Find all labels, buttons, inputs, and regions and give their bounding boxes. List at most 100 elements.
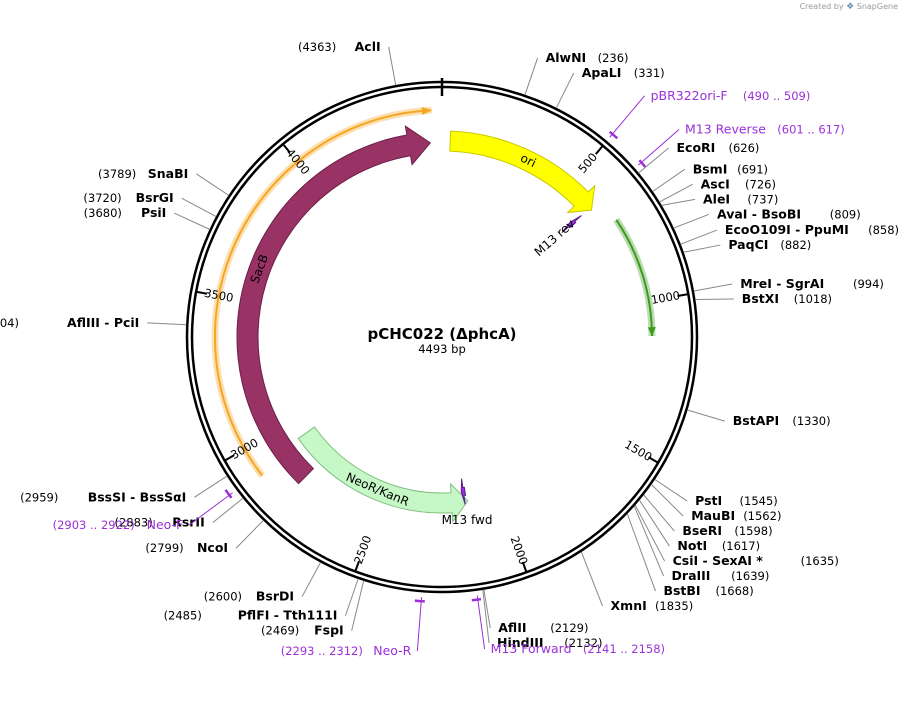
site-name: FspI [314, 623, 344, 638]
site-label-asci: AscI(726) [701, 176, 776, 191]
primer-name: Neo-R [373, 643, 411, 658]
site-position: (3404) [0, 316, 19, 330]
site-position: (1835) [655, 599, 693, 613]
site-label-csii-sexai-: CsiI - SexAI * (1635) [673, 553, 839, 568]
site-name: PaqCI [728, 237, 768, 252]
tick-label: 3000 [228, 435, 260, 462]
site-label-draiii: DraIII(1639) [672, 568, 770, 583]
tick-label: 1500 [622, 437, 654, 464]
primer-leader [610, 96, 645, 137]
site-name: BstBI [663, 583, 700, 598]
site-label-bstxi: BstXI(1018) [742, 291, 832, 306]
primer-leader [638, 129, 679, 165]
primer-range: (2141 .. 2158) [583, 642, 665, 656]
site-name: AvaI - BsoBI [717, 206, 801, 221]
site-label-bsmi: BsmI(691) [693, 161, 768, 176]
tick-mark [596, 146, 603, 154]
primer-name: M13 Reverse [685, 121, 766, 136]
primer-range: (2903 .. 2922) [53, 518, 135, 532]
site-leader [655, 479, 687, 501]
site-position: (626) [729, 141, 760, 155]
map-center: pCHC022 (ΔphcA) 4493 bp [367, 325, 516, 356]
site-name: AflII [498, 620, 526, 635]
site-position: (726) [745, 177, 776, 191]
site-name: CsiI - SexAI * [673, 553, 764, 568]
site-position: (1617) [722, 539, 760, 553]
site-label-bstapi: BstAPI (1330) [733, 413, 831, 428]
site-leader [653, 169, 685, 191]
site-label-bsrdi: BsrDI (2600) [204, 589, 294, 604]
site-label-psti: PstI(1545) [695, 493, 778, 508]
plasmid-size: 4493 bp [418, 342, 466, 356]
snapgene-credit: Created by ❖ SnapGene [800, 2, 898, 12]
site-leader [236, 520, 263, 548]
site-name: PsiI [141, 205, 166, 220]
site-label-acli: AclI(4363) [298, 39, 381, 54]
primer-bind-mark [415, 601, 425, 602]
site-label-xmni: XmnI(1835) [611, 598, 694, 613]
site-leader [194, 476, 227, 497]
site-label-mrei-sgrai: MreI - SgrAI (994) [740, 276, 884, 291]
site-position: (4363) [298, 40, 336, 54]
site-position: (2485) [164, 609, 202, 623]
site-position: (1635) [801, 554, 839, 568]
site-label-bsssi-bsss-i: BssSI - BssSαI(2959) [20, 489, 186, 504]
site-label-bseri: BseRI(1598) [682, 523, 772, 538]
site-name: MreI - SgrAI [740, 276, 824, 291]
site-leader [147, 323, 186, 325]
site-position: (737) [747, 192, 778, 206]
primer-bind-mark [472, 599, 481, 600]
site-leader [660, 184, 693, 202]
site-name: NotI [677, 538, 707, 553]
site-name: PflFI - Tth111I [238, 608, 338, 623]
site-name: MauBI [691, 508, 735, 523]
site-name: BsrDI [256, 589, 294, 604]
site-name: NcoI [197, 540, 228, 555]
site-label-apali: ApaLI(331) [582, 65, 665, 80]
site-name: EcoO109I - PpuMI [725, 222, 849, 237]
site-label-bsrgi: BsrGI (3720) [83, 190, 173, 205]
feature-arrow-neor-kanr [298, 427, 468, 522]
site-position: (236) [598, 51, 629, 65]
site-name: AlwNI [546, 50, 587, 65]
feature-label: M13 rev [532, 217, 578, 260]
plasmid-name: pCHC022 (ΔphcA) [367, 325, 516, 343]
primer-range: (2293 .. 2312) [281, 644, 363, 658]
site-position: (1562) [743, 509, 781, 523]
tick-label: 2500 [351, 534, 374, 566]
primer-range: (490 .. 509) [743, 89, 811, 103]
site-position: (994) [853, 277, 884, 291]
site-name: AflIII - PciI [67, 315, 139, 330]
site-leader [627, 514, 655, 591]
site-label-snabi: SnaBI(3789) [98, 166, 188, 181]
site-position: (1018) [794, 292, 832, 306]
credit-brand: SnapGene [857, 2, 898, 11]
site-label-alwni: AlwNI (236) [546, 50, 629, 65]
feature-arrow-sacb [237, 126, 430, 483]
site-position: (2959) [20, 490, 58, 504]
primer-range: (601 .. 617) [777, 122, 845, 136]
site-position: (331) [634, 66, 665, 80]
site-name: BstAPI [733, 413, 779, 428]
tick-label: 3500 [203, 286, 234, 305]
site-position: (2600) [204, 590, 242, 604]
site-position: (3720) [83, 191, 121, 205]
site-leader [389, 47, 396, 85]
site-leader [687, 410, 724, 421]
primer-name: pBR322ori-F [651, 88, 728, 103]
site-leader [196, 174, 228, 196]
site-position: (882) [780, 238, 811, 252]
orf-arc-glow [616, 220, 652, 336]
site-position: (3680) [84, 206, 122, 220]
site-position: (1330) [792, 414, 830, 428]
site-position: (1545) [740, 494, 778, 508]
site-name: BsrGI [136, 190, 174, 205]
site-label-noti: NotI (1617) [677, 538, 760, 553]
site-label-ecori: EcoRI (626) [677, 140, 760, 155]
site-name: EcoRI [677, 140, 716, 155]
site-leader [352, 581, 364, 631]
tick-label: 2000 [508, 534, 531, 566]
site-position: (1639) [731, 569, 769, 583]
site-label-bstbi: BstBI(1668) [663, 583, 753, 598]
